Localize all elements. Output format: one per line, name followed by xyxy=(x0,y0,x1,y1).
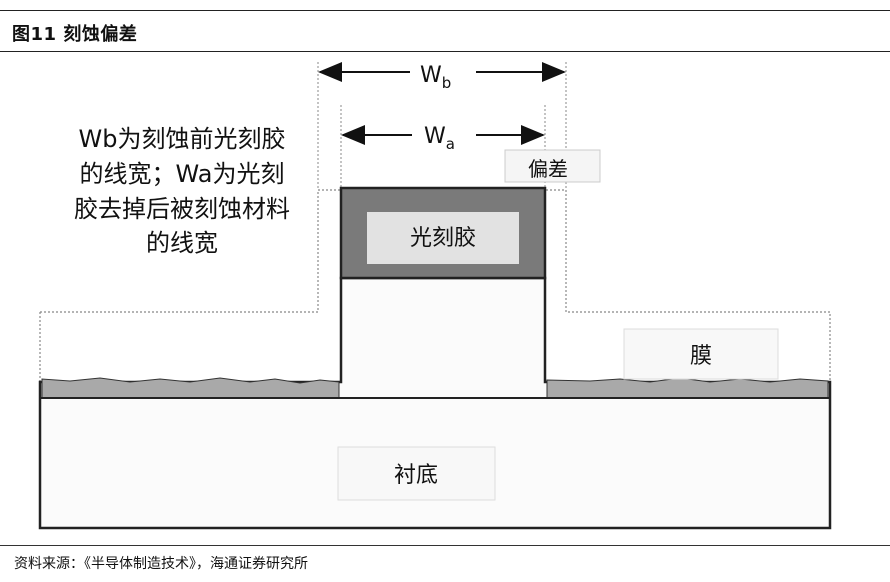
film-layer-right xyxy=(546,377,829,399)
description-line-4: 的线宽 xyxy=(146,229,218,257)
bias-label-box xyxy=(504,149,601,183)
wb-label: Wb xyxy=(420,63,451,92)
film-label-box xyxy=(623,328,779,380)
substrate-label-box xyxy=(337,446,496,501)
film-layer-left xyxy=(41,377,340,399)
figure-title: 图11 刻蚀偏差 xyxy=(12,24,138,45)
wa-label: Wa xyxy=(424,124,455,153)
bias-label: 偏差 xyxy=(528,157,568,181)
film-label: 膜 xyxy=(690,344,712,369)
source-divider xyxy=(0,545,890,546)
photoresist-label: 光刻胶 xyxy=(410,226,476,251)
etch-bias-diagram: Wb Wa 偏差 Wb为刻蚀前光刻胶 的线宽；Wa为光刻 胶去掉后被刻蚀材料 的… xyxy=(38,60,832,530)
title-bar: 图11 刻蚀偏差 xyxy=(0,10,890,52)
source-note: 资料来源：《半导体制造技术》，海通证券研究所 xyxy=(14,556,308,572)
photoresist-label-box xyxy=(367,212,519,264)
description-line-3: 胶去掉后被刻蚀材料 xyxy=(74,195,290,223)
description-line-2: 的线宽；Wa为光刻 xyxy=(80,160,285,188)
substrate xyxy=(38,276,832,530)
description-line-1: Wb为刻蚀前光刻胶 xyxy=(79,125,286,153)
substrate-label: 衬底 xyxy=(394,463,438,488)
pre-etch-outline xyxy=(40,189,831,382)
